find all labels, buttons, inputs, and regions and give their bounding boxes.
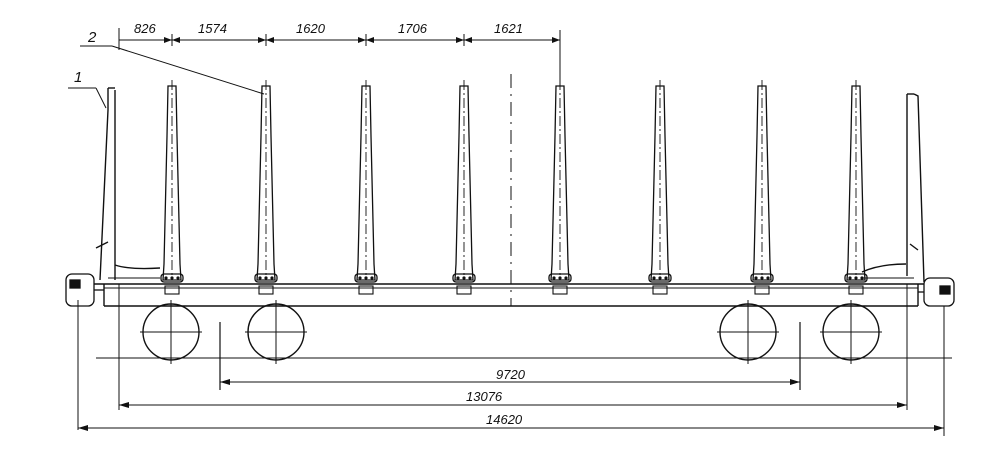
stanchion [354,80,378,295]
stanchion [750,80,774,295]
top-dimension-arrows [164,37,560,43]
callout-2-label: 2 [87,29,97,46]
end-wall-right [861,93,925,283]
callout-2: 2 [80,29,265,95]
callout-1-label: 1 [74,69,82,86]
wheelset-3 [717,300,779,364]
bottom-dimension-arrows [78,379,944,431]
wheelset-2 [245,300,307,364]
dim-1706: 1706 [398,21,428,36]
dim-826: 826 [134,21,156,36]
dim-1620: 1620 [296,21,326,36]
end-wall-left [95,87,161,281]
bottom-dimension-lines [77,284,945,436]
dim-9720: 9720 [496,367,526,382]
stanchion [254,80,278,295]
dim-14620: 14620 [486,412,523,427]
wheelset-4 [820,300,882,364]
top-dimension-chain [118,28,561,86]
dim-1621: 1621 [494,21,523,36]
stanchion-group [160,80,868,295]
stanchion [452,80,476,295]
bogie-center-marks [219,322,801,390]
dim-1574: 1574 [198,21,227,36]
coupler-right [918,277,955,307]
coupler-left [65,273,104,307]
callout-1: 1 [68,69,107,109]
stanchion [160,80,184,295]
stanchion [844,80,868,295]
stanchion [548,80,572,295]
dim-13076: 13076 [466,389,503,404]
wheelset-1 [140,300,202,364]
stanchion [648,80,672,295]
platform-frame [66,277,948,307]
